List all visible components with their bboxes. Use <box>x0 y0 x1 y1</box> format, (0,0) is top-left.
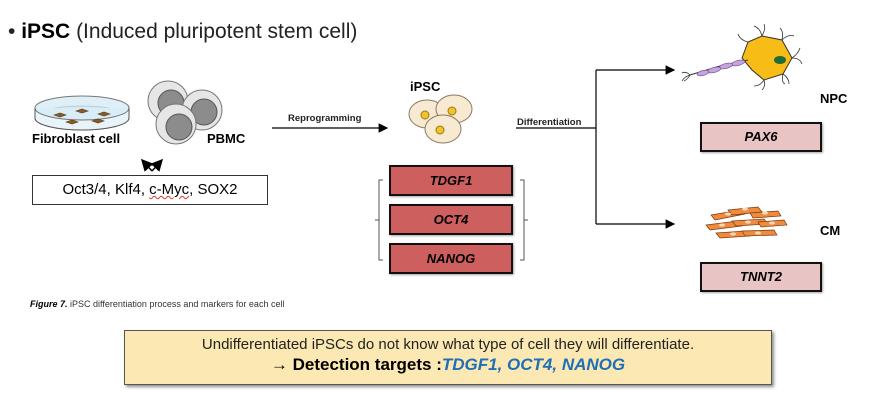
title-bullet: • <box>8 20 16 43</box>
slide-title: • iPSC (Induced pluripotent stem cell) <box>8 20 357 44</box>
cm-label: CM <box>820 223 841 238</box>
note-line-2: → Detection targets :TDGF1, OCT4, NANOG <box>125 355 771 375</box>
pbmc-cells-icon <box>147 80 223 145</box>
marker-nanog: NANOG <box>389 243 513 274</box>
ipsc-cells-icon <box>408 94 473 144</box>
caption-text: iPSC differentiation process and markers… <box>67 299 285 309</box>
figure-caption: Figure 7. iPSC differentiation process a… <box>30 299 284 309</box>
factor-text-1: Oct3/4, Klf4, <box>62 181 150 198</box>
neuron-icon <box>681 23 803 91</box>
cardiomyocytes-icon <box>705 206 788 239</box>
marker-pax6: PAX6 <box>700 122 822 152</box>
factor-arrows <box>140 158 164 172</box>
caption-prefix: Figure 7. <box>30 299 68 309</box>
marker-tnnt2: TNNT2 <box>700 262 822 292</box>
detection-note-box: Undifferentiated iPSCs do not know what … <box>124 330 772 385</box>
pbmc-label: PBMC <box>207 131 246 146</box>
npc-label: NPC <box>820 91 848 106</box>
factor-text-3: , SOX2 <box>189 181 238 198</box>
detection-targets: TDGF1, OCT4, NANOG <box>441 355 626 374</box>
note-line-2-prefix: → Detection targets : <box>270 355 442 374</box>
differentiation-label: Differentiation <box>517 117 582 128</box>
differentiation-arrows <box>516 65 676 229</box>
reprogramming-label: Reprogramming <box>288 113 362 124</box>
reprogramming-factors-box: Oct3/4, Klf4, c-Myc, SOX2 <box>32 175 268 205</box>
marker-brackets <box>375 179 528 261</box>
ipsc-label: iPSC <box>410 79 441 94</box>
note-line-1: Undifferentiated iPSCs do not know what … <box>201 336 695 353</box>
title-bold: iPSC <box>21 20 71 43</box>
marker-tdgf1: TDGF1 <box>389 165 513 196</box>
marker-oct4: OCT4 <box>389 204 513 235</box>
fibroblast-label: Fibroblast cell <box>32 131 121 146</box>
factor-text-2: c-Myc <box>149 181 190 198</box>
title-rest: (Induced pluripotent stem cell) <box>76 20 358 43</box>
petri-dish-icon <box>34 95 130 131</box>
